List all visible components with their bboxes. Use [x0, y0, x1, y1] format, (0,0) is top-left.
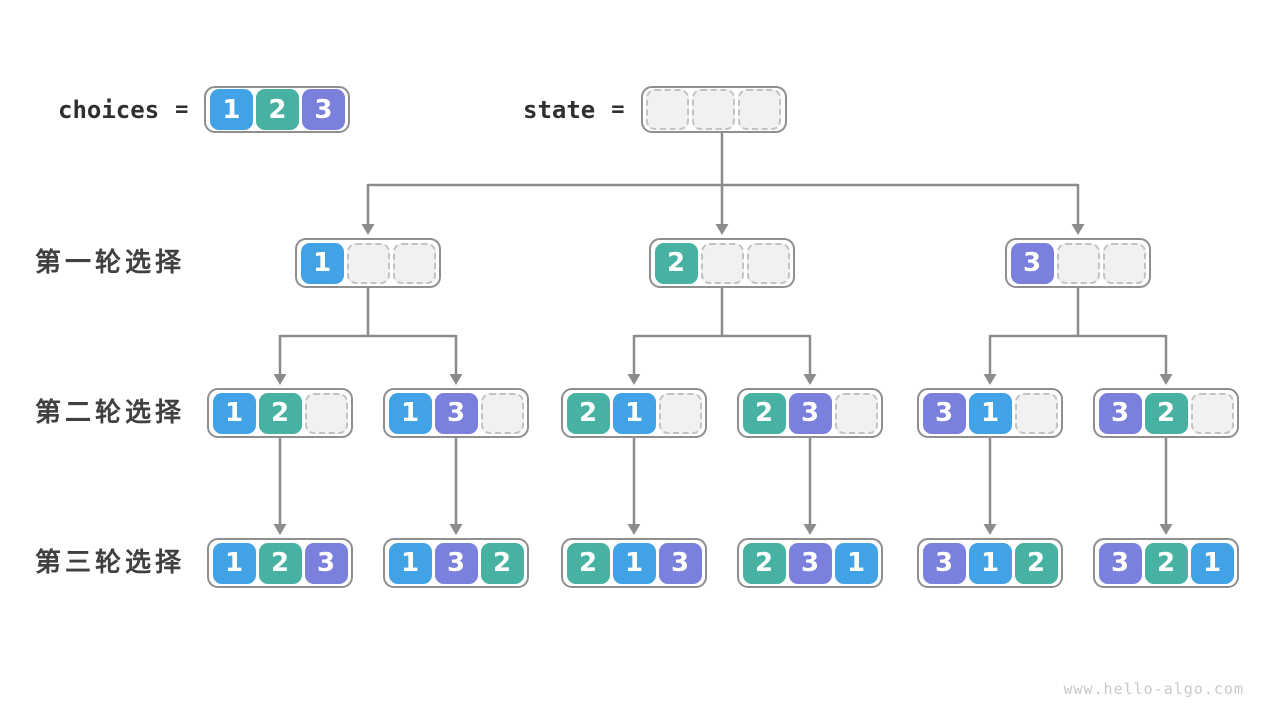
state-array-box [640, 86, 787, 133]
array-cell: 2 [1014, 542, 1058, 584]
array-cell: 1 [612, 542, 656, 584]
row-label-round-2: 第二轮选择 [35, 398, 186, 428]
array-cell: 1 [212, 392, 256, 434]
array-cell-empty [392, 242, 436, 284]
array-cell: 2 [1144, 392, 1188, 434]
state-box-round1-1: 1 [295, 238, 441, 288]
array-cell: 3 [304, 542, 348, 584]
array-cell-empty [700, 242, 744, 284]
array-cell: 2 [258, 542, 302, 584]
state-group: state = [523, 86, 787, 133]
array-cell-empty [480, 392, 524, 434]
array-cell: 3 [658, 542, 702, 584]
row-label-round-1: 第一轮选择 [35, 248, 186, 278]
arrowhead-icon [983, 374, 997, 385]
array-cell: 2 [566, 542, 610, 584]
state-label: state [523, 95, 596, 124]
array-cell-empty [738, 89, 781, 130]
array-cell: 1 [968, 392, 1012, 434]
array-cell: 2 [566, 392, 610, 434]
array-cell: 3 [301, 89, 345, 130]
array-cell-empty [1190, 392, 1234, 434]
array-cell: 2 [258, 392, 302, 434]
array-cell-empty [346, 242, 390, 284]
array-cell: 1 [1190, 542, 1234, 584]
array-cell: 2 [742, 542, 786, 584]
array-cell: 1 [612, 392, 656, 434]
array-cell: 2 [1144, 542, 1188, 584]
state-box-round1-2: 2 [649, 238, 795, 288]
array-cell: 1 [388, 392, 432, 434]
array-cell: 3 [1098, 392, 1142, 434]
array-cell-empty [658, 392, 702, 434]
arrowhead-icon [1159, 374, 1173, 385]
array-cell: 1 [209, 89, 253, 130]
array-cell: 1 [300, 242, 344, 284]
choices-label: choices [58, 95, 160, 124]
array-cell: 3 [922, 392, 966, 434]
row-label-round-3: 第三轮选择 [35, 548, 186, 578]
array-cell: 3 [788, 392, 832, 434]
array-cell-empty [1056, 242, 1100, 284]
array-cell: 3 [788, 542, 832, 584]
array-cell: 3 [434, 392, 478, 434]
array-cell-empty [692, 89, 735, 130]
watermark: www.hello-algo.com [1063, 680, 1244, 698]
array-cell-empty [1014, 392, 1058, 434]
array-cell: 1 [212, 542, 256, 584]
arrowhead-icon [803, 524, 817, 535]
arrowhead-icon [1159, 524, 1173, 535]
array-cell-empty [304, 392, 348, 434]
arrowhead-icon [983, 524, 997, 535]
arrowhead-icon [627, 374, 641, 385]
array-cell-empty [1102, 242, 1146, 284]
array-cell: 1 [834, 542, 878, 584]
arrowhead-icon [361, 224, 375, 235]
arrowhead-icon [627, 524, 641, 535]
array-cell-empty [746, 242, 790, 284]
arrowhead-icon [449, 374, 463, 385]
arrowhead-icon [715, 224, 729, 235]
arrowhead-icon [273, 524, 287, 535]
array-cell: 3 [1098, 542, 1142, 584]
arrowhead-icon [273, 374, 287, 385]
array-cell: 1 [388, 542, 432, 584]
arrowhead-icon [449, 524, 463, 535]
array-cell: 1 [968, 542, 1012, 584]
array-cell: 2 [480, 542, 524, 584]
arrowhead-icon [803, 374, 817, 385]
array-cell: 3 [434, 542, 478, 584]
array-cell-empty [646, 89, 689, 130]
array-cell: 2 [742, 392, 786, 434]
array-cell-empty [834, 392, 878, 434]
choices-equals-sign: = [175, 97, 189, 122]
array-cell: 3 [922, 542, 966, 584]
array-cell: 2 [654, 242, 698, 284]
array-cell: 2 [255, 89, 299, 130]
array-cell: 3 [1010, 242, 1054, 284]
state-equals-sign: = [611, 97, 625, 122]
state-box-round1-3: 3 [1005, 238, 1151, 288]
arrowhead-icon [1071, 224, 1085, 235]
